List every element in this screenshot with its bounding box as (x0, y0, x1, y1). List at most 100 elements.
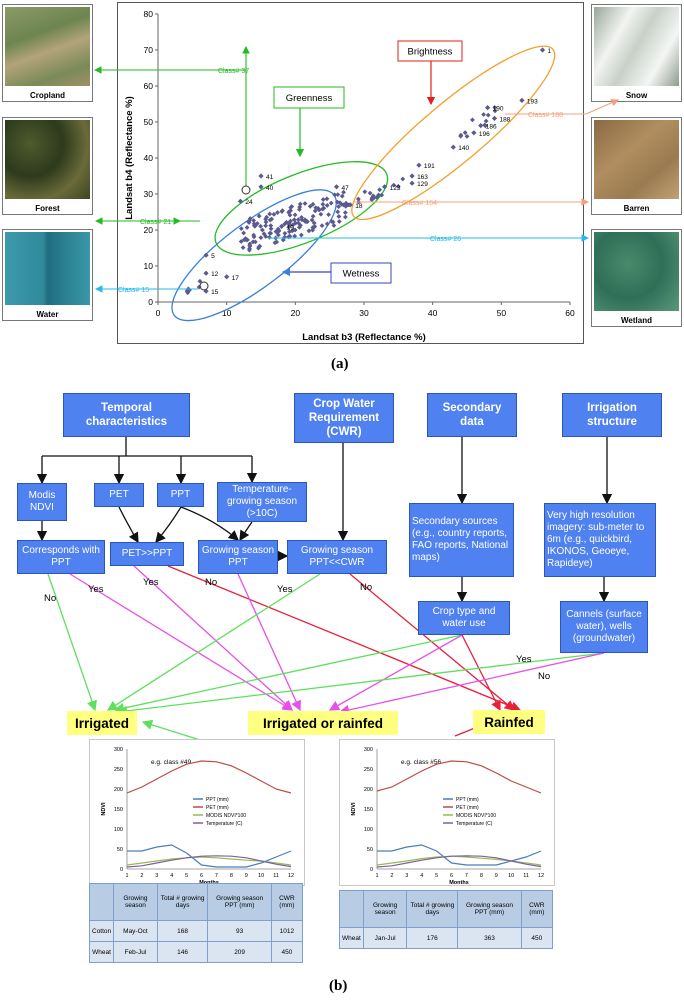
data-point (310, 225, 316, 230)
mini-legend-label: PET (mm) (206, 805, 229, 811)
data-point (316, 207, 322, 213)
data-point (258, 173, 264, 179)
table-cell: Total # growing days (156, 883, 209, 921)
point-label: 15 (211, 289, 219, 296)
box-growing-ppt-cwr: Growing season PPT<<CWR (287, 540, 387, 574)
table-cell: 363 (457, 927, 522, 949)
mini-x-tick: 11 (273, 873, 279, 879)
mini-x-tick: 3 (405, 873, 408, 879)
data-point (203, 270, 209, 276)
note-wetness-text: Wetness (343, 269, 380, 280)
data-point (268, 223, 274, 229)
data-point (197, 278, 203, 284)
mini-legend-label: MODIS NDVI*100 (206, 813, 246, 819)
mini-series-line (126, 855, 292, 868)
table-cell (88, 883, 115, 921)
data-point (263, 216, 269, 222)
data-point (377, 187, 383, 193)
mini-x-title: Months (449, 880, 469, 886)
table-cell: Total # growing days (406, 890, 459, 928)
data-point (485, 112, 491, 118)
point-label: 47 (342, 185, 350, 192)
table-cell: Jan-Jul (362, 927, 408, 949)
petppt-no-rainfed (167, 565, 522, 712)
mini-legend-label: PPT (mm) (206, 797, 229, 803)
data-point (324, 196, 330, 202)
table-cell: 450 (520, 927, 554, 949)
mini-x-tick: 4 (170, 873, 173, 879)
table-cell: 168 (156, 920, 209, 942)
data-point (279, 209, 285, 214)
mini-y-tick: 200 (364, 787, 373, 793)
data-point (319, 223, 325, 228)
thumb-water: Water (2, 229, 93, 321)
data-point (268, 230, 274, 236)
box-canals-wells: Cannels (surface water), wells (groundwa… (560, 601, 648, 653)
mini-series-line (377, 844, 542, 866)
pet-to-petppt (118, 506, 139, 544)
mini-y-tick: 50 (117, 847, 123, 853)
mini-x-tick: 2 (390, 873, 393, 879)
box-growing-season-ppt: Growing season PPT (198, 540, 278, 574)
mini-legend-label: Temperature (C) (456, 821, 493, 827)
data-point (312, 224, 318, 229)
crop-to-irr-rainfed (328, 634, 463, 711)
outcome-irrigated-or-rainfed: Irrigated or rainfed (248, 711, 398, 735)
point-label: 191 (424, 163, 435, 170)
data-point (478, 123, 484, 129)
data-point (320, 201, 326, 207)
data-point (275, 210, 280, 215)
cwr-table-class49: Growing season Total # growing days Grow… (88, 883, 304, 963)
class-37-marker (241, 185, 251, 195)
data-point (483, 118, 489, 124)
data-point (292, 212, 298, 218)
data-point (409, 173, 415, 179)
thumb-barren: Barren (591, 117, 682, 215)
data-point (416, 162, 422, 168)
data-point (362, 189, 368, 195)
mini-x-tick: 8 (480, 873, 483, 879)
data-point (369, 197, 375, 203)
data-point (491, 115, 498, 121)
mini-y-tick: 250 (364, 767, 373, 773)
mini-y-tick: 250 (114, 767, 123, 773)
data-point (291, 227, 297, 233)
header-irrigation: Irrigation structure (562, 393, 662, 437)
point-label: 12 (211, 271, 219, 278)
data-point (482, 122, 488, 128)
mini-y-tick: 0 (120, 867, 123, 873)
data-point (464, 133, 470, 139)
canals-yes-irrigated (116, 652, 605, 717)
data-point (263, 234, 269, 239)
x-tick-label: 40 (428, 308, 438, 318)
data-point (238, 226, 244, 232)
point-label: 17 (232, 275, 240, 282)
cwr-yes-irrigated (106, 573, 321, 711)
mini-y-title: NDVI (101, 802, 107, 816)
data-point (203, 288, 209, 294)
class-21-label: Class# 21 (140, 219, 171, 226)
data-point (302, 201, 308, 206)
class-15-label: Class# 15 (118, 287, 149, 294)
data-point (376, 192, 381, 198)
mini-x-tick: 1 (125, 873, 128, 879)
data-point (492, 105, 498, 110)
y-tick-label: 80 (144, 9, 154, 19)
note-brightness-box (397, 40, 463, 62)
data-point (492, 108, 498, 114)
data-point (247, 216, 253, 221)
data-point (324, 221, 330, 227)
data-point (287, 212, 293, 218)
chart49-to-irrigated (141, 719, 201, 740)
data-point (310, 227, 316, 233)
data-point (320, 206, 325, 212)
point-label: 123 (390, 185, 401, 192)
box-temperature: Temperature-growing season (>10C) (217, 482, 307, 522)
data-point (286, 224, 292, 230)
mini-y-tick: 200 (114, 787, 123, 793)
ppt-to-growing (180, 506, 239, 541)
point-label: 1 (548, 48, 552, 55)
thumb-caption: Forest (35, 204, 60, 213)
data-point (310, 201, 316, 207)
